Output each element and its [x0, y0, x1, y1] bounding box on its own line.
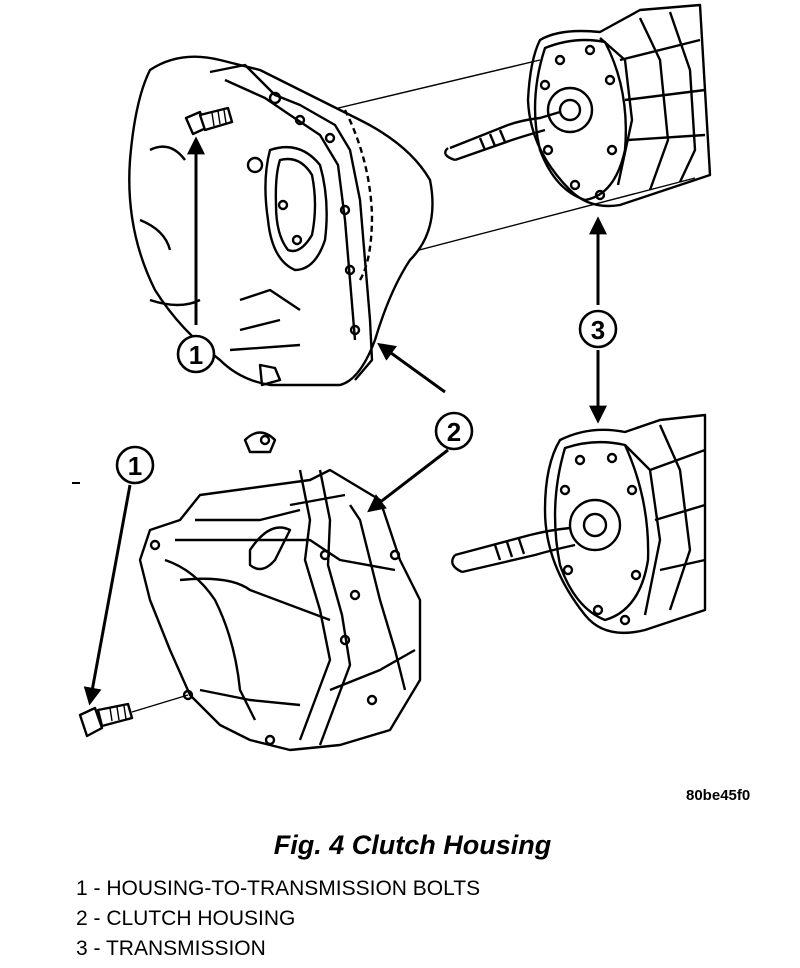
figure-caption: Fig. 4 Clutch Housing: [273, 830, 552, 860]
upper-bolt: [184, 106, 234, 136]
lower-bolt: [78, 694, 189, 738]
callout-2: 2: [434, 411, 474, 451]
arrow-2-lower: [367, 448, 449, 513]
lower-transmission: [451, 413, 707, 634]
callout-arrows: [83, 136, 607, 706]
legend-item-bolts: 1 - HOUSING-TO-TRANSMISSION BOLTS: [76, 877, 481, 900]
clutch-housing-diagram: 1 1 2 3: [72, 3, 712, 752]
legend-item-transmission: 3 - TRANSMISSION: [76, 937, 266, 960]
svg-text:1: 1: [128, 451, 142, 481]
alignment-guide-lines: [329, 59, 696, 256]
figure-reference-code: 80be45f0: [686, 787, 751, 804]
arrow-2-upper: [377, 342, 446, 394]
svg-text:2: 2: [447, 417, 461, 447]
callout-1-upper: 1: [176, 334, 216, 374]
svg-text:1: 1: [189, 340, 203, 370]
upper-transmission: [444, 3, 712, 208]
callout-1-lower: 1: [115, 445, 155, 485]
lower-clutch-housing: [138, 431, 422, 752]
legend-item-clutch-housing: 2 - CLUTCH HOUSING: [76, 907, 296, 930]
callout-3: 3: [578, 309, 618, 349]
legend: 1 - HOUSING-TO-TRANSMISSION BOLTS 2 - CL…: [76, 874, 480, 964]
svg-text:3: 3: [591, 315, 605, 345]
arrow-1-lower: [83, 484, 132, 706]
upper-clutch-housing: [128, 55, 434, 387]
